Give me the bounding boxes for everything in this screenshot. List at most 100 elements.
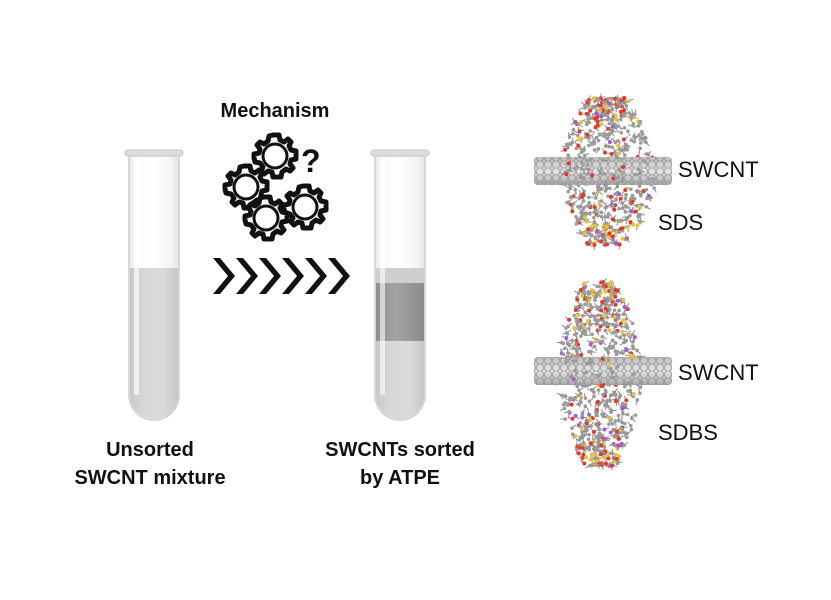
molecular-atom [616,436,621,441]
molecular-atom [611,375,615,380]
molecular-atom [573,166,577,171]
molecular-atom [575,383,579,387]
molecular-atom [607,140,612,145]
molecular-atom [566,189,571,194]
molecular-atom [584,122,589,127]
molecular-atom [633,172,638,177]
molecular-atom [620,329,625,334]
molecular-atom [594,322,599,327]
caption-sorted: SWCNTs sorted by ATPE [325,439,475,489]
molecular-atom [596,234,601,238]
molecular-atom [588,232,593,237]
phase-bottom [376,341,424,419]
molecular-atom [630,200,635,205]
molecular-atom [601,99,606,104]
molecular-atom [583,396,588,400]
molecular-atom [579,334,583,338]
molecular-atom [612,315,617,320]
molecular-atom [590,416,595,421]
molecular-atom [620,401,625,406]
molecular-atom [611,176,616,181]
molecular-atom [602,172,607,176]
molecular-atom [583,302,587,307]
molecular-atom [622,96,627,101]
molecular-atom [615,298,620,303]
molecular-atom [587,432,591,437]
molecular-atom [613,349,618,354]
molecular-atom [607,101,612,106]
molecular-atom [600,335,605,339]
molecular-atom [580,413,585,418]
molecular-atom [583,214,588,219]
molecular-atom [584,446,588,451]
molecular-atom [638,219,642,224]
molecular-atom [616,418,621,423]
molecular-atom [592,390,596,395]
molecular-atom [574,214,578,219]
molecular-atom [624,217,629,221]
molecular-atom [591,314,596,318]
molecular-atom [613,399,618,404]
molecular-atom [621,312,626,316]
molecular-atom [640,129,644,134]
molecular-atom [567,135,572,139]
molecular-atom [624,338,628,343]
molecular-atom [572,313,576,318]
molecular-atom [634,204,639,208]
molecular-atom [618,196,623,201]
molecular-atom [569,354,574,359]
molecular-atom [615,443,620,448]
molecular-atom [605,224,610,229]
molecular-atom [598,452,603,457]
molecular-atom [630,332,635,337]
molecular-atom [595,399,600,404]
molecular-atom [652,186,656,190]
molecular-atom [582,176,586,180]
molecular-atom [609,297,614,302]
molecular-atom [563,147,568,152]
molecular-atom [616,218,620,223]
molecular-atom [612,434,617,439]
molecular-atom [597,184,601,188]
molecular-atom [590,141,594,145]
molecular-atom [608,186,612,191]
molecular-atom [632,372,637,376]
molecular-atom [577,154,582,159]
molecular-atom [613,330,618,334]
chevron-right-icon [213,258,350,294]
molecular-atom [597,427,602,432]
molecular-atom [610,217,615,222]
molecular-atom [624,398,629,403]
molecular-atom [578,421,583,425]
molecular-atom [562,406,567,411]
molecular-atom [649,195,653,200]
molecular-atom [616,101,620,106]
molecular-atom [585,241,590,246]
molecular-atom [564,172,569,177]
molecular-atom [626,129,630,133]
molecular-atom [593,338,598,343]
molecular-atom [628,335,632,339]
molecular-atom [613,341,618,345]
molecular-atom [633,355,638,360]
molecular-atom [573,413,578,418]
molecular-atom [572,332,577,337]
molecular-atom [584,370,589,375]
molecular-atom [586,290,591,294]
molecular-atom [603,289,608,294]
molecular-atom [636,214,640,219]
molecular-atom [570,209,575,214]
molecular-atom [632,335,637,340]
molecular-atom [599,384,604,389]
molecular-atom [607,307,612,312]
molecular-atom [633,413,638,417]
molecular-atom [629,187,633,192]
molecular-atom [644,188,649,192]
molecular-atom [629,423,633,428]
molecular-atom [576,342,581,347]
molecular-atom [592,447,597,452]
molecular-atom [613,452,618,457]
